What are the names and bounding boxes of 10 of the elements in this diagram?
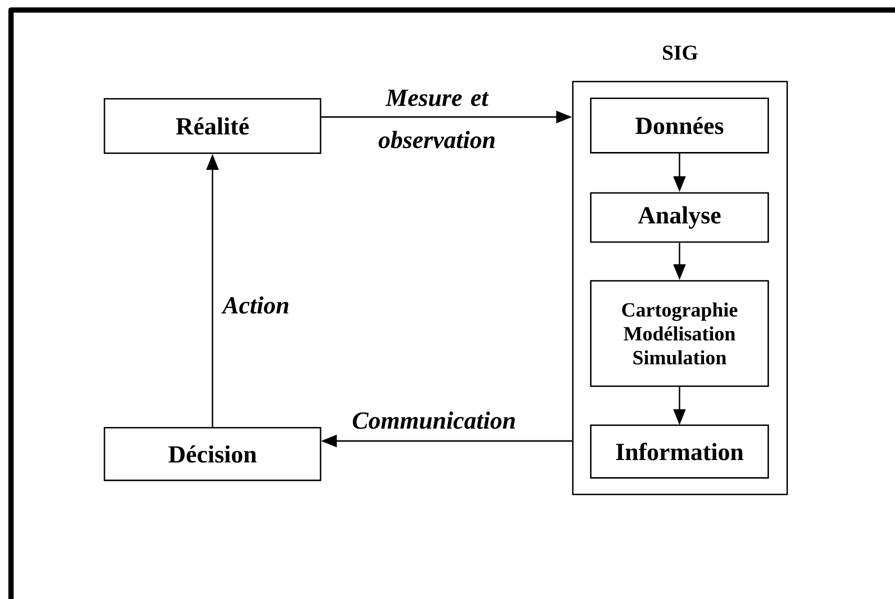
process-box: Analyse bbox=[590, 192, 769, 243]
process-box: Cartographie Modélisation Simulation bbox=[590, 280, 769, 387]
edge-label: Action bbox=[220, 294, 292, 316]
edge-label: Communication bbox=[352, 412, 515, 429]
node-label: SIG bbox=[662, 46, 698, 60]
process-box: Données bbox=[590, 98, 769, 154]
process-box: Réalité bbox=[104, 98, 322, 154]
process-box: Décision bbox=[104, 426, 322, 482]
edge-label: Mesure et observation bbox=[378, 90, 495, 148]
process-box: Information bbox=[590, 424, 769, 479]
